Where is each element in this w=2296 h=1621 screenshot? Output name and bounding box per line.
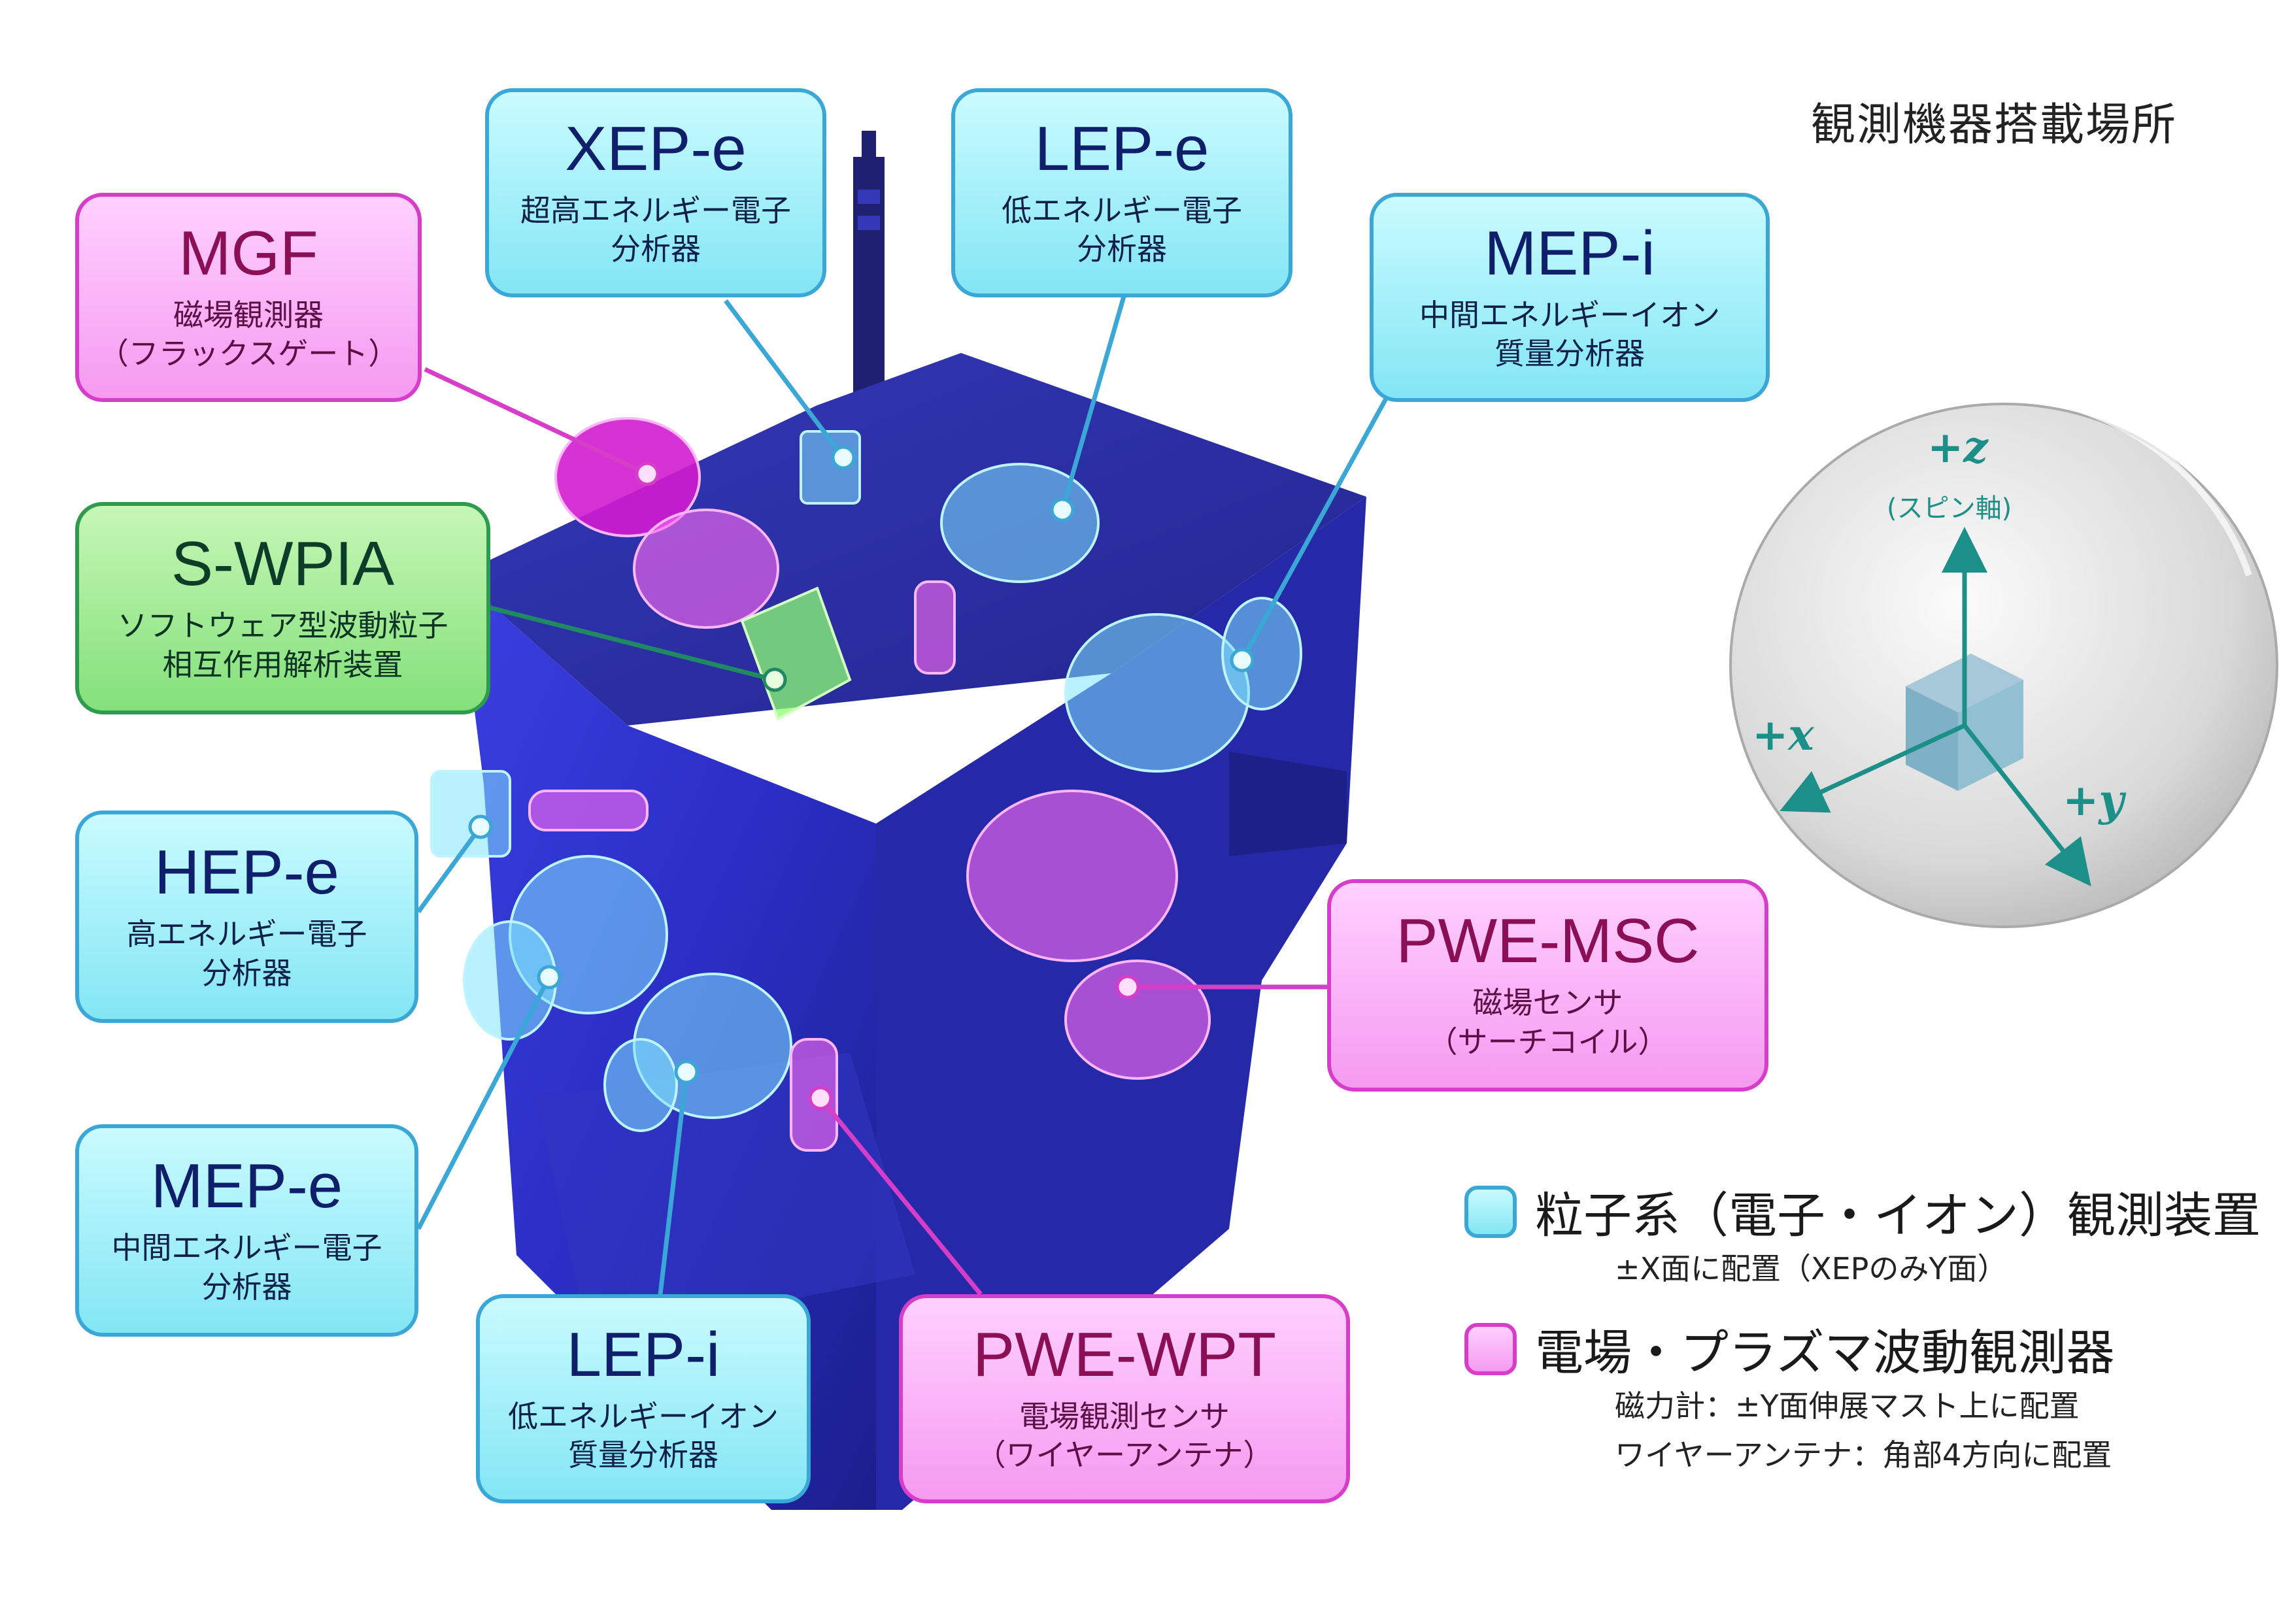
axis-z-sublabel: (スピン軸) bbox=[1887, 493, 2012, 524]
axis-y-label: +y bbox=[2063, 775, 2124, 826]
legend-particle-label: 粒子系（電子・イオン）観測装置 bbox=[1535, 1188, 2261, 1244]
callout-xep-e: XEP-e 超高エネルギー電子 分析器 bbox=[485, 88, 826, 297]
pwe-msc-desc1: 磁場センサ bbox=[1472, 985, 1623, 1021]
s-wpia-desc1: ソフトウェア型波動粒子 bbox=[117, 608, 448, 644]
mep-i-desc2: 質量分析器 bbox=[1494, 336, 1645, 372]
page-title: 観測機器搭載場所 bbox=[1811, 99, 2178, 151]
xep-e-abbr: XEP-e bbox=[565, 113, 747, 184]
legend-wave-swatch bbox=[1464, 1322, 1517, 1375]
mep-i-sensor bbox=[1064, 613, 1250, 773]
coordinate-sphere bbox=[1729, 391, 2278, 928]
callout-pwe-wpt: PWE-WPT 電場観測センサ （ワイヤーアンテナ） bbox=[899, 1294, 1350, 1503]
mep-e-abbr: MEP-e bbox=[150, 1151, 343, 1222]
lep-e-desc1: 低エネルギー電子 bbox=[1002, 192, 1242, 228]
legend-particle-swatch bbox=[1464, 1185, 1517, 1238]
lep-e-abbr: LEP-e bbox=[1034, 113, 1209, 184]
mep-i-abbr: MEP-i bbox=[1484, 218, 1655, 288]
callout-pwe-msc: PWE-MSC 磁場センサ （サーチコイル） bbox=[1327, 879, 1768, 1092]
pwe-wpt-desc2: （ワイヤーアンテナ） bbox=[975, 1437, 1274, 1473]
pwe-msc-sensor bbox=[966, 790, 1178, 962]
callout-s-wpia: S-WPIA ソフトウェア型波動粒子 相互作用解析装置 bbox=[75, 502, 490, 714]
lep-i-abbr: LEP-i bbox=[566, 1319, 720, 1390]
mgf-desc2: （フラックスゲート） bbox=[98, 336, 399, 372]
hep-e-desc1: 高エネルギー電子 bbox=[126, 916, 367, 952]
mgf-desc1: 磁場観測器 bbox=[173, 297, 324, 333]
lep-e-sensor bbox=[940, 463, 1100, 583]
s-wpia-abbr: S-WPIA bbox=[171, 529, 395, 599]
callout-mep-i: MEP-i 中間エネルギーイオン 質量分析器 bbox=[1370, 193, 1770, 402]
lep-i-desc1: 低エネルギーイオン bbox=[508, 1398, 779, 1434]
pwe-wpt-desc1: 電場観測センサ bbox=[1019, 1398, 1230, 1434]
callout-lep-e: LEP-e 低エネルギー電子 分析器 bbox=[951, 88, 1292, 297]
lep-i-desc2: 質量分析器 bbox=[568, 1437, 718, 1473]
pwe-msc-abbr: PWE-MSC bbox=[1396, 906, 1700, 977]
callout-mep-e: MEP-e 中間エネルギー電子 分析器 bbox=[75, 1124, 418, 1337]
mep-e-desc1: 中間エネルギー電子 bbox=[111, 1230, 382, 1266]
legend-wave-note1: 磁力計：±Y面伸展マスト上に配置 bbox=[1615, 1388, 2080, 1424]
callout-hep-e: HEP-e 高エネルギー電子 分析器 bbox=[75, 811, 418, 1023]
axis-z-label: +z bbox=[1927, 422, 1988, 473]
callout-lep-i: LEP-i 低エネルギーイオン 質量分析器 bbox=[476, 1294, 811, 1503]
mgf-abbr: MGF bbox=[178, 218, 318, 288]
hep-e-desc2: 分析器 bbox=[201, 955, 292, 991]
legend-wave-label: 電場・プラズマ波動観測器 bbox=[1535, 1325, 2115, 1381]
legend-particle: 粒子系（電子・イオン）観測装置 bbox=[1464, 1177, 2261, 1246]
mep-e-desc2: 分析器 bbox=[201, 1269, 292, 1305]
callout-mgf: MGF 磁場観測器 （フラックスゲート） bbox=[75, 193, 422, 402]
legend-wave: 電場・プラズマ波動観測器 bbox=[1464, 1314, 2115, 1384]
xep-e-desc1: 超高エネルギー電子 bbox=[520, 192, 791, 228]
legend-wave-note2: ワイヤーアンテナ：角部4方向に配置 bbox=[1615, 1437, 2112, 1473]
axis-x-label: +x bbox=[1752, 709, 1814, 760]
lep-e-desc2: 分析器 bbox=[1077, 231, 1167, 267]
legend-particle-note: ±X面に配置（XEPのみY面） bbox=[1615, 1251, 2008, 1286]
pwe-msc-desc2: （サーチコイル） bbox=[1427, 1024, 1668, 1060]
hep-e-abbr: HEP-e bbox=[154, 837, 339, 908]
xep-e-desc2: 分析器 bbox=[611, 231, 701, 267]
s-wpia-desc2: 相互作用解析装置 bbox=[162, 646, 403, 682]
hep-e-sensor bbox=[430, 770, 511, 858]
pwe-wpt-abbr: PWE-WPT bbox=[973, 1319, 1276, 1390]
mep-i-desc1: 中間エネルギーイオン bbox=[1419, 297, 1720, 333]
